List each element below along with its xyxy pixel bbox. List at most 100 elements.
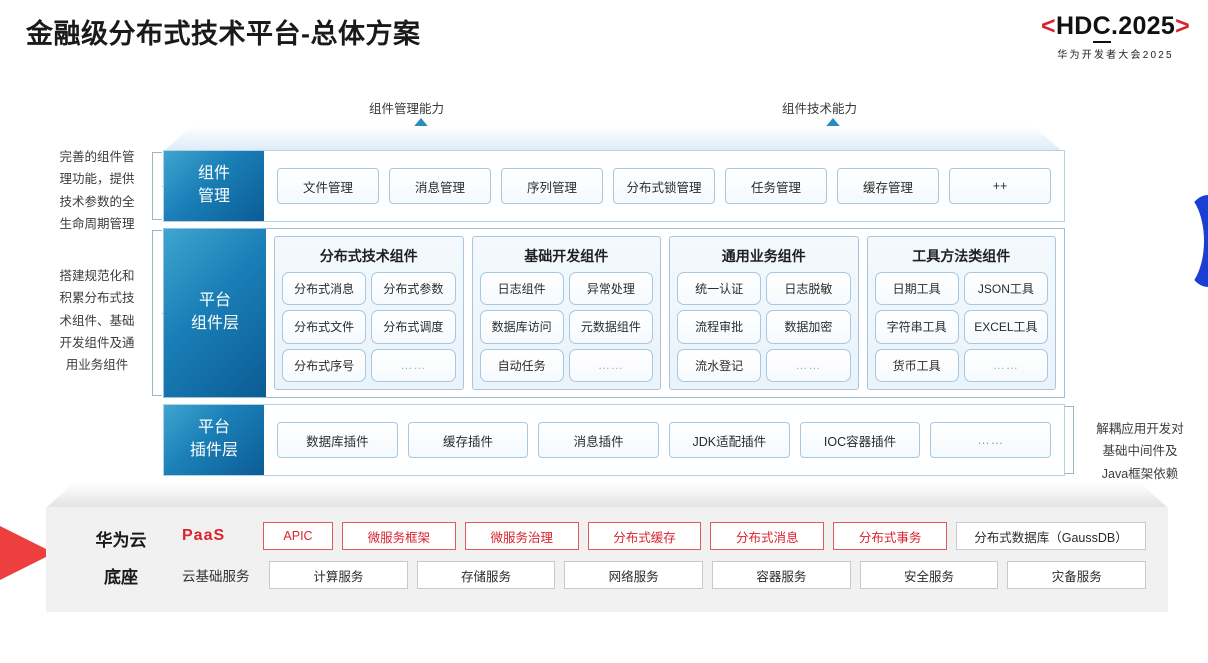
side-note-line: 技术参数的全 [59,194,135,209]
cell-auto-task[interactable]: 自动任务 [479,348,564,382]
pill-file-management[interactable]: 文件管理 [277,168,379,204]
cell-distributed-message[interactable]: 分布式消息 [282,272,367,306]
cell-excel-tool[interactable]: EXCEL工具 [963,310,1048,344]
cell-unified-authentication[interactable]: 统一认证 [677,272,762,306]
chip-disaster-recovery-service[interactable]: 灾备服务 [1007,561,1147,589]
huawei-cloud-base-panel: 华为云 底座 PaaS APIC 微服务框架 微服务治理 分布式缓存 分布式消息… [46,507,1168,612]
cell-distributed-parameter[interactable]: 分布式参数 [371,272,456,306]
hdc-logo-text-b: .2025 [1111,12,1176,40]
chip-microservice-governance[interactable]: 微服务治理 [464,522,579,550]
side-note-line: 基础中间件及 [1102,444,1178,459]
base-title-line: 华为云 [95,531,147,550]
pill-more-ellipsis[interactable]: …… [930,422,1052,458]
side-note-line: 完善的组件管 [59,150,135,164]
angle-bracket-left-icon: < [1041,12,1056,40]
group-title: 工具方法类组件 [912,248,1011,264]
group-title: 通用业务组件 [721,248,806,264]
hdc-logo-text-a: HD [1055,12,1093,40]
side-note-line: 积累分布式技 [59,291,135,306]
pill-ioc-container-plugin[interactable]: IOC容器插件 [799,422,921,458]
cell-exception-handling[interactable]: 异常处理 [568,272,653,306]
base-title: 华为云 底座 [68,523,174,596]
group-basic-dev-components: 基础开发组件 日志组件 异常处理 数据库访问 元数据组件 自动任务 …… [471,236,661,390]
cell-transaction-registration[interactable]: 流水登记 [677,348,762,382]
row-platform-component-layer: 平台 组件层 分布式技术组件 分布式消息 分布式参数 分布式文件 分布式调度 分… [163,228,1065,398]
top-plate-decoration [163,126,1063,152]
pill-cache-management[interactable]: 缓存管理 [837,168,939,204]
cell-more-ellipsis[interactable]: …… [766,348,851,382]
chip-microservice-framework[interactable]: 微服务框架 [342,522,456,550]
base-plate-decoration [46,483,1168,508]
side-note-line: 用业务组件 [65,358,129,372]
cell-process-approval[interactable]: 流程审批 [677,310,762,344]
side-note-left-mid: 搭建规范化和 积累分布式技 术组件、基础 开发组件及通 用业务组件 [38,265,156,376]
cell-date-tool[interactable]: 日期工具 [874,272,959,306]
row-component-management: 组件 管理 文件管理 消息管理 序列管理 分布式锁管理 任务管理 缓存管理 ++ [163,150,1065,222]
row-body-component-management: 文件管理 消息管理 序列管理 分布式锁管理 任务管理 缓存管理 ++ [264,151,1064,221]
cell-log-desensitization[interactable]: 日志脱敏 [766,272,851,306]
cell-database-access[interactable]: 数据库访问 [479,310,564,344]
page-title: 金融级分布式技术平台-总体方案 [26,19,421,49]
group-tool-method-components: 工具方法类组件 日期工具 JSON工具 字符串工具 EXCEL工具 货币工具 …… [866,236,1056,390]
cell-json-tool[interactable]: JSON工具 [963,272,1048,306]
bracket-left-mid [152,230,168,396]
row-label-line: 平台 [197,419,230,437]
row-label-line: 管理 [197,188,230,205]
side-note-right: 解耦应用开发对 基础中间件及 Java框架依赖 [1080,418,1200,485]
side-note-line: 术组件、基础 [59,313,135,328]
group-title: 分布式技术组件 [319,248,418,264]
cell-currency-tool[interactable]: 货币工具 [874,348,959,382]
chip-distributed-database-gaussdb[interactable]: 分布式数据库（GaussDB） [955,522,1146,550]
cell-more-ellipsis[interactable]: …… [963,348,1048,382]
side-note-line: 理功能，提供 [59,172,135,187]
cell-more-ellipsis[interactable]: …… [568,348,653,382]
pill-distributed-lock-management[interactable]: 分布式锁管理 [613,168,715,204]
blue-lens-decoration [1152,191,1208,291]
base-rows: PaaS APIC 微服务框架 微服务治理 分布式缓存 分布式消息 分布式事务 … [182,521,1147,590]
cell-data-encryption[interactable]: 数据加密 [766,310,851,344]
chip-container-service[interactable]: 容器服务 [712,561,851,589]
group-title: 基础开发组件 [524,248,609,264]
cell-more-ellipsis[interactable]: …… [371,348,456,382]
pill-task-management[interactable]: 任务管理 [725,168,827,204]
chip-storage-service[interactable]: 存储服务 [416,561,556,589]
hdc-logo: <HDC.2025> 华为开发者大会2025 [1041,12,1190,61]
chip-security-service[interactable]: 安全服务 [859,561,999,589]
pill-sequence-management[interactable]: 序列管理 [501,168,603,204]
angle-bracket-right-icon: > [1175,12,1190,40]
cloud-services-label: 云基础服务 [182,569,250,584]
pill-jdk-adapter-plugin[interactable]: JDK适配插件 [669,422,790,458]
side-note-line: 搭建规范化和 [59,269,135,283]
chip-distributed-message[interactable]: 分布式消息 [710,522,825,550]
cell-distributed-sequence[interactable]: 分布式序号 [282,348,367,382]
chip-distributed-cache[interactable]: 分布式缓存 [587,522,702,550]
base-row-cloud-services: 云基础服务 计算服务 存储服务 网络服务 容器服务 安全服务 灾备服务 [182,560,1147,590]
side-note-line: 生命周期管理 [59,216,135,231]
chip-distributed-transaction[interactable]: 分布式事务 [833,522,947,550]
base-title-line: 底座 [104,567,138,587]
cell-distributed-file[interactable]: 分布式文件 [282,310,367,344]
base-row-paas: PaaS APIC 微服务框架 微服务治理 分布式缓存 分布式消息 分布式事务 … [182,521,1146,551]
hdc-logo-subtitle: 华为开发者大会2025 [1057,50,1174,61]
cell-log-component[interactable]: 日志组件 [479,272,564,306]
chip-compute-service[interactable]: 计算服务 [269,561,408,589]
cell-string-tool[interactable]: 字符串工具 [874,310,959,344]
hdc-logo-main: <HDC.2025> [1041,12,1190,43]
row-label-platform-plugin-layer: 平台 插件层 [164,405,264,475]
pill-message-plugin[interactable]: 消息插件 [538,422,660,458]
group-grid: 日志组件 异常处理 数据库访问 元数据组件 自动任务 …… [479,272,653,382]
row-body-platform-plugin-layer: 数据库插件 缓存插件 消息插件 JDK适配插件 IOC容器插件 …… [264,405,1064,475]
pill-add-more[interactable]: ++ [949,168,1051,204]
cell-distributed-scheduling[interactable]: 分布式调度 [371,310,456,344]
row-label-component-management: 组件 管理 [164,151,264,221]
cell-metadata-component[interactable]: 元数据组件 [568,310,653,344]
paas-label: PaaS [182,527,226,544]
row-label-line: 平台 [198,292,231,310]
pill-cache-plugin[interactable]: 缓存插件 [407,422,529,458]
pill-message-management[interactable]: 消息管理 [389,168,491,204]
pill-database-plugin[interactable]: 数据库插件 [277,422,398,458]
bracket-left-top [152,152,168,220]
chip-network-service[interactable]: 网络服务 [564,561,704,589]
chip-apic[interactable]: APIC [263,522,333,550]
